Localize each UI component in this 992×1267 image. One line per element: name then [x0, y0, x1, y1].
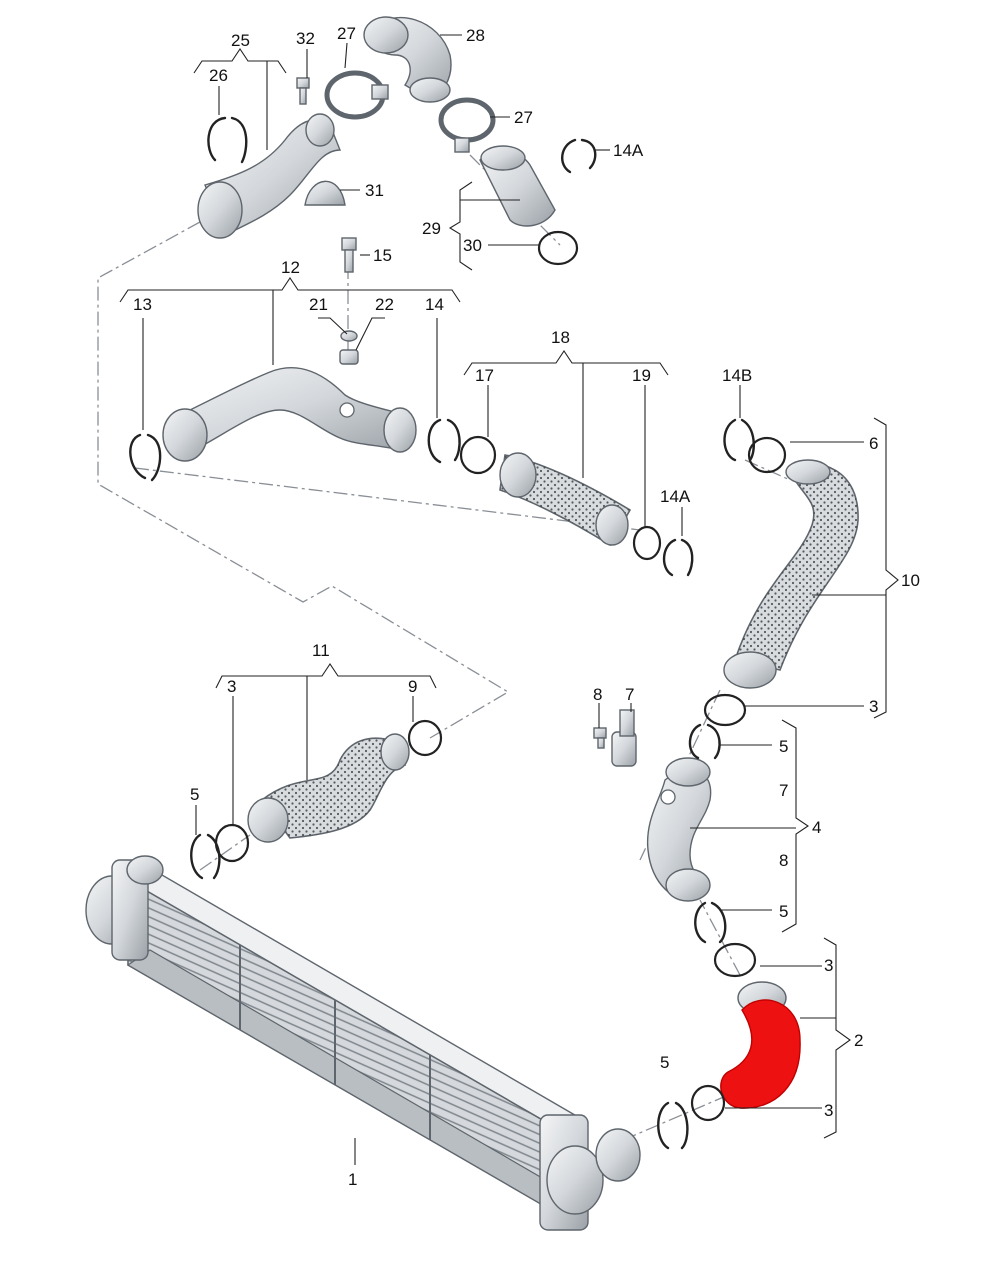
- callout-27: 27: [337, 24, 356, 43]
- callout-12: 12: [281, 258, 300, 277]
- pressure-sensor: [611, 709, 637, 767]
- spring-clips: [129, 116, 755, 1150]
- callout-30: 30: [463, 236, 482, 255]
- perforated-hose-left: [247, 733, 410, 843]
- callout-10: 10: [901, 571, 920, 590]
- callout-11: 11: [312, 641, 330, 660]
- callout-8: 8: [593, 685, 602, 704]
- callout-14b: 14B: [722, 366, 752, 385]
- callout-18: 18: [551, 328, 570, 347]
- callout-27: 27: [514, 108, 533, 127]
- callout-14a: 14A: [613, 141, 644, 160]
- intercooler-radiator: [85, 855, 641, 1231]
- callout-8: 8: [779, 851, 788, 870]
- hose-piece-29: [479, 145, 556, 227]
- washer-21: [340, 330, 358, 342]
- callout-labels: 1 2 3 3 3 3 4 5 5 5 5 6 7 7 8 8 9 10 11 …: [133, 24, 920, 1189]
- cap-31: [304, 180, 346, 206]
- elbow-hose-28: [363, 16, 452, 103]
- charge-air-pipe-middle: [162, 367, 417, 462]
- leader-lines: [119, 34, 899, 1165]
- callout-31: 31: [365, 181, 384, 200]
- pipe-top-left: [197, 113, 342, 239]
- bolt-15: [341, 237, 357, 273]
- perforated-hose-middle: [499, 452, 632, 547]
- callout-14: 14: [425, 295, 444, 314]
- callout-5: 5: [779, 902, 788, 921]
- clamp-27-upper: [324, 70, 389, 120]
- callout-2: 2: [854, 1031, 863, 1050]
- callout-3: 3: [869, 697, 878, 716]
- callout-1: 1: [348, 1170, 357, 1189]
- grommet-22: [339, 349, 359, 365]
- perforated-hose-right: [723, 459, 859, 689]
- callout-14a: 14A: [660, 487, 691, 506]
- callout-6: 6: [869, 434, 878, 453]
- callout-9: 9: [408, 677, 417, 696]
- callout-25: 25: [231, 31, 250, 50]
- callout-28: 28: [466, 26, 485, 45]
- callout-3: 3: [227, 677, 236, 696]
- callout-4: 4: [812, 818, 821, 837]
- screw-32: [296, 77, 310, 105]
- callout-21: 21: [309, 295, 328, 314]
- callout-19: 19: [632, 366, 651, 385]
- callout-29: 29: [422, 219, 441, 238]
- callout-17: 17: [475, 366, 494, 385]
- callout-5: 5: [660, 1053, 669, 1072]
- callout-7: 7: [625, 685, 634, 704]
- callout-5: 5: [779, 737, 788, 756]
- callout-22: 22: [375, 295, 394, 314]
- callout-7: 7: [779, 781, 788, 800]
- clamp-27-lower: [438, 97, 496, 153]
- sensor-screw: [593, 727, 607, 749]
- callout-3: 3: [824, 1101, 833, 1120]
- callout-26: 26: [209, 66, 228, 85]
- callout-15: 15: [373, 246, 392, 265]
- charge-air-hose-highlighted: [720, 981, 801, 1109]
- callout-3: 3: [824, 956, 833, 975]
- pressure-pipe-with-sensor-mount: [646, 757, 712, 902]
- callout-32: 32: [296, 29, 315, 48]
- callout-13: 13: [133, 295, 152, 314]
- callout-5: 5: [190, 785, 199, 804]
